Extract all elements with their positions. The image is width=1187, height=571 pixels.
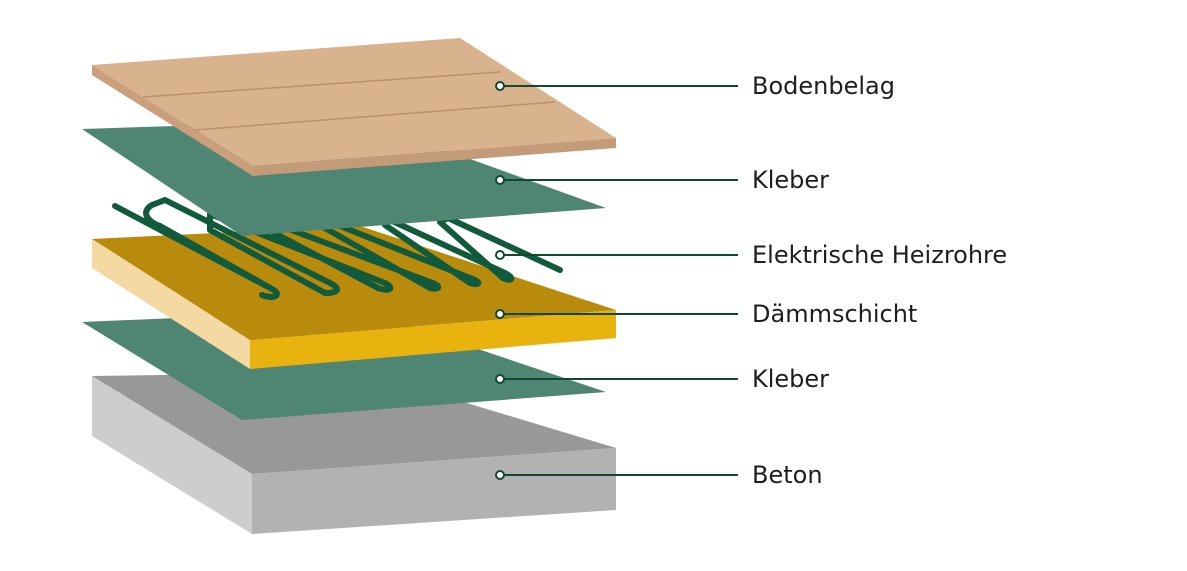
label-concrete: Beton: [752, 461, 823, 489]
floor-side-face: [92, 65, 253, 176]
insulation-side-face: [92, 239, 250, 369]
insulation-front-face: [250, 310, 616, 369]
leader-dot-insulation: [495, 309, 505, 319]
heating-pipe: [112, 197, 563, 300]
concrete-side-face: [92, 376, 252, 534]
insulation-layer: [92, 226, 616, 369]
insulation-top-face: [92, 226, 616, 340]
floor-covering-layer: [92, 38, 616, 176]
leader-dot-concrete: [495, 470, 505, 480]
layer-labels: Bodenbelag Kleber Elektrische Heizrohre …: [752, 72, 1007, 489]
leader-lines: [495, 81, 738, 480]
label-insulation: Dämmschicht: [752, 300, 917, 328]
floor-plank-seam: [142, 71, 501, 98]
label-pipes: Elektrische Heizrohre: [752, 241, 1007, 269]
leader-dot-floor: [495, 81, 505, 91]
floor-plank-seam: [194, 101, 556, 131]
floor-front-face: [253, 138, 616, 176]
leader-dot-pipes: [495, 250, 505, 260]
label-floor: Bodenbelag: [752, 72, 895, 100]
floor-top-face: [92, 38, 616, 166]
label-adhesive-top: Kleber: [752, 166, 829, 194]
concrete-front-face: [252, 448, 616, 534]
label-adhesive-bottom: Kleber: [752, 365, 829, 393]
leader-dot-adhesive-bottom: [495, 374, 505, 384]
leader-dot-adhesive-top: [495, 175, 505, 185]
